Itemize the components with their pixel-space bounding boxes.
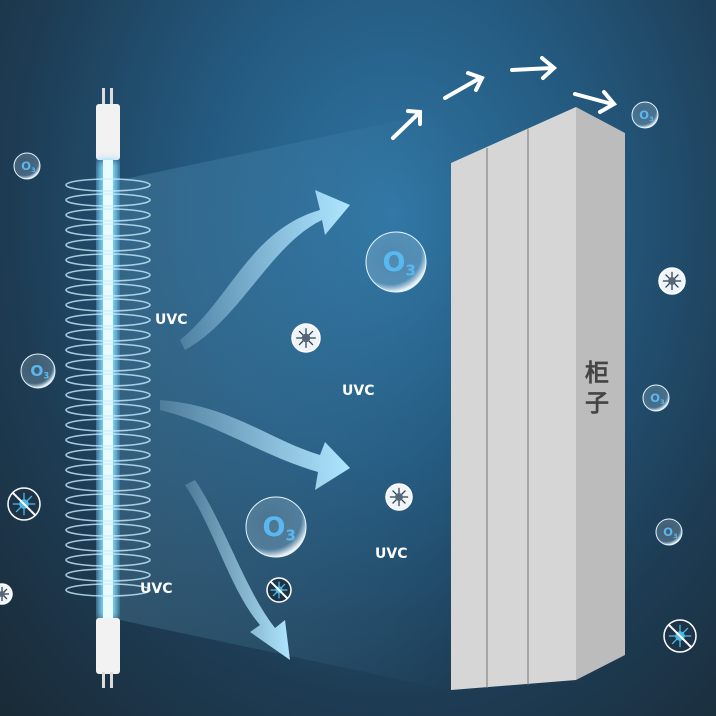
germ-icon bbox=[658, 267, 686, 295]
uv-arrow-middle bbox=[160, 400, 350, 490]
svg-text:O3: O3 bbox=[663, 525, 677, 540]
germ-icon bbox=[385, 483, 413, 511]
uvc-label: UVC bbox=[155, 312, 188, 328]
no-germs-icon bbox=[663, 619, 697, 653]
uv-beam bbox=[120, 110, 450, 690]
svg-text:O3: O3 bbox=[650, 391, 664, 406]
cabinet-label: 柜子 bbox=[585, 359, 609, 417]
uv-lamp bbox=[65, 88, 151, 688]
no-germs-icon bbox=[7, 487, 41, 521]
uv-arrow-upper bbox=[180, 190, 350, 350]
germ-icon bbox=[291, 323, 321, 353]
ozone-bubble: O3 bbox=[245, 496, 307, 558]
ozone-bubble: O3 bbox=[365, 231, 427, 293]
ozone-bubble: O3 bbox=[655, 518, 683, 546]
ozone-bubble: O3 bbox=[20, 353, 56, 389]
uvc-label: UVC bbox=[342, 383, 375, 399]
cabinet bbox=[451, 107, 625, 690]
svg-text:O3: O3 bbox=[30, 362, 49, 382]
germ-icon bbox=[0, 583, 13, 605]
svg-text:O3: O3 bbox=[383, 247, 416, 280]
uvc-label: UVC bbox=[375, 546, 408, 562]
svg-text:O3: O3 bbox=[21, 159, 35, 174]
no-germs-icon bbox=[266, 577, 292, 603]
svg-text:O3: O3 bbox=[263, 512, 296, 545]
ozone-bubble: O3 bbox=[13, 152, 41, 180]
uvc-label: UVC bbox=[140, 581, 173, 597]
ozone-bubble: O3 bbox=[642, 384, 670, 412]
uv-arrow-lower bbox=[185, 480, 290, 660]
ozone-bubble: O3 bbox=[631, 101, 659, 129]
svg-text:O3: O3 bbox=[639, 108, 653, 123]
airflow-arrows bbox=[391, 56, 618, 140]
